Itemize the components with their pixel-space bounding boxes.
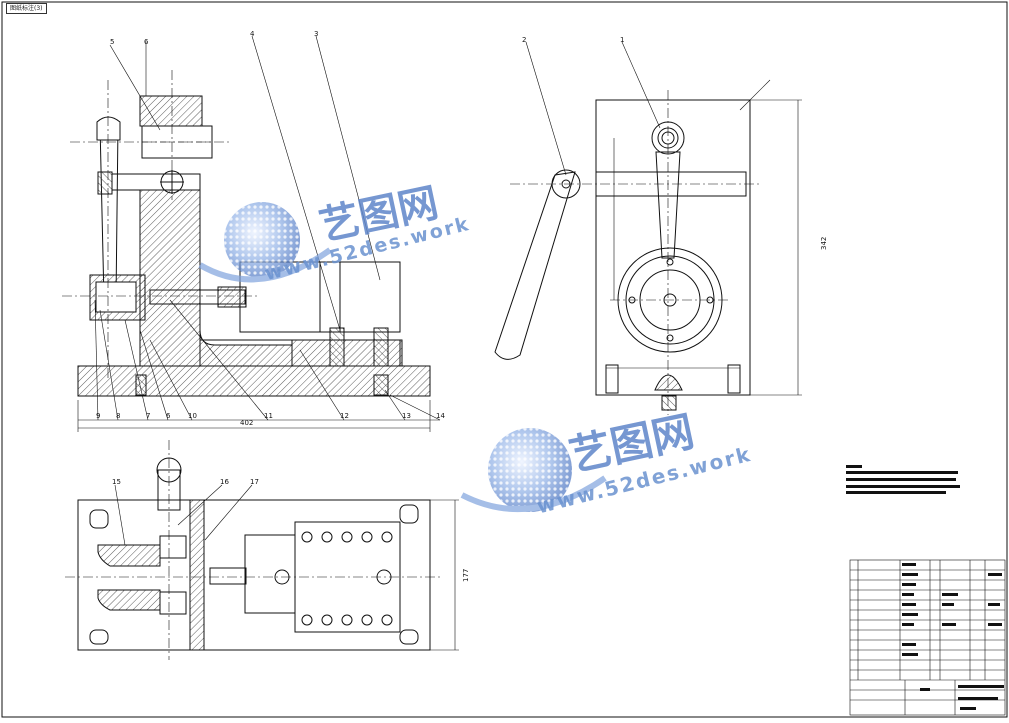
callout-label: 17 bbox=[250, 478, 259, 486]
sheet-tag: 图纸标注(3) bbox=[6, 3, 47, 14]
side-view bbox=[494, 41, 802, 415]
callout-label: 12 bbox=[340, 412, 349, 420]
callout-label: 13 bbox=[402, 412, 411, 420]
callout-label: 14 bbox=[436, 412, 445, 420]
callout-label: 5 bbox=[110, 38, 114, 46]
side-callouts: 2 1 bbox=[522, 36, 624, 44]
callout-label: 9 bbox=[96, 412, 100, 420]
callout-label: 16 bbox=[220, 478, 229, 486]
callout-label: 2 bbox=[522, 36, 526, 44]
callout-label: 1 bbox=[620, 36, 624, 44]
callout-label: 6 bbox=[144, 38, 149, 46]
watermark-sphere-icon bbox=[198, 202, 332, 283]
top-callouts: 5 6 4 3 bbox=[110, 30, 318, 46]
watermark-sphere-icon bbox=[460, 428, 607, 513]
title-block-fills bbox=[902, 563, 1004, 710]
callout-label: 7 bbox=[146, 412, 150, 420]
callout-label: 3 bbox=[314, 30, 318, 38]
overall-height-dimension: 342 bbox=[820, 237, 828, 250]
plan-width-dimension: 177 bbox=[462, 569, 470, 582]
plan-callouts: 15 16 17 bbox=[112, 478, 259, 486]
callout-label: 10 bbox=[188, 412, 197, 420]
callout-label: 15 bbox=[112, 478, 121, 486]
callout-label: 6 bbox=[166, 412, 171, 420]
title-block bbox=[849, 559, 1006, 716]
bottom-callouts: 9 8 7 6 10 11 12 13 14 bbox=[96, 412, 445, 420]
technical-notes bbox=[846, 465, 960, 494]
callout-label: 4 bbox=[250, 30, 255, 38]
overall-length-dimension: 402 bbox=[240, 419, 253, 427]
plan-view bbox=[65, 440, 459, 660]
callout-label: 8 bbox=[116, 412, 120, 420]
callout-label: 11 bbox=[264, 412, 273, 420]
front-view bbox=[62, 35, 441, 432]
